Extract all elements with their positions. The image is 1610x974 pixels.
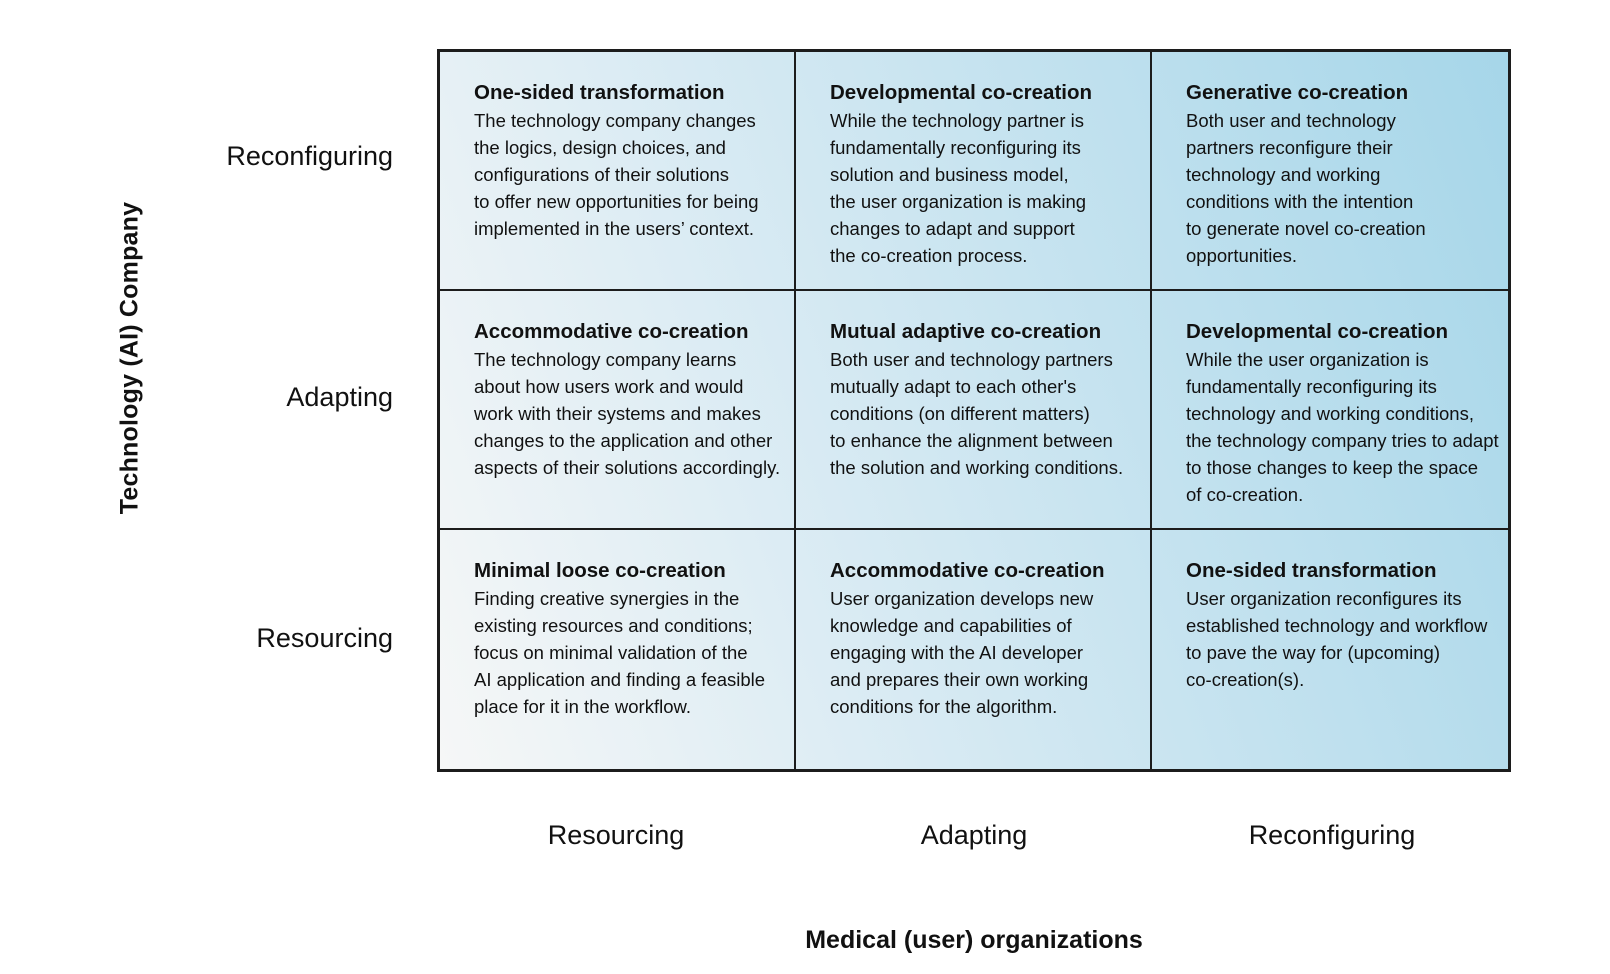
cell-body: The technology company learns about how …	[474, 349, 781, 478]
cell-row-reconfiguring-col-reconfiguring: Generative co-creation Both user and tec…	[1152, 52, 1508, 291]
x-axis-labels: Resourcing Adapting Reconfiguring	[437, 772, 1511, 898]
cell-body: Both user and technology partners reconf…	[1186, 110, 1426, 266]
matrix-grid: One-sided transformation The technology …	[437, 49, 1511, 772]
cell-body: Finding creative synergies in the existi…	[474, 588, 766, 717]
cell-title: One-sided transformation	[474, 81, 725, 104]
cell-title: Mutual adaptive co-creation	[830, 320, 1102, 343]
cell-row-resourcing-col-resourcing: Minimal loose co-creation Finding creati…	[440, 530, 796, 769]
cell-body: The technology company changes the logic…	[474, 110, 759, 239]
cell-row-adapting-col-adapting: Mutual adaptive co-creation Both user an…	[796, 291, 1152, 530]
cell-row-resourcing-col-adapting: Accommodative co-creation User organizat…	[796, 530, 1152, 769]
x-axis-label-resourcing: Resourcing	[547, 819, 685, 850]
y-axis-label-adapting: Adapting	[286, 382, 393, 412]
cell-title: Minimal loose co-creation	[474, 559, 726, 582]
cell-body: User organization develops new knowledge…	[830, 588, 1094, 717]
x-axis-label-adapting: Adapting	[920, 819, 1028, 850]
cell-body: Both user and technology partners mutual…	[830, 349, 1124, 478]
cell-row-adapting-col-reconfiguring: Developmental co-creation While the user…	[1152, 291, 1508, 530]
cell-title: Generative co-creation	[1186, 81, 1409, 104]
cell-title: Developmental co-creation	[1186, 320, 1449, 343]
x-axis-title: Medical (user) organizations	[805, 926, 1143, 954]
cell-row-reconfiguring-col-resourcing: One-sided transformation The technology …	[440, 52, 796, 291]
cell-body: While the technology partner is fundamen…	[830, 110, 1087, 266]
y-axis-label-resourcing: Resourcing	[256, 623, 393, 653]
cell-body: While the user organization is fundament…	[1186, 349, 1499, 505]
x-axis-label-reconfiguring: Reconfiguring	[1248, 819, 1416, 850]
cell-title: Accommodative co-creation	[474, 320, 749, 343]
cell-row-adapting-col-resourcing: Accommodative co-creation The technology…	[440, 291, 796, 530]
cell-title: Developmental co-creation	[830, 81, 1093, 104]
cell-title: Accommodative co-creation	[830, 559, 1105, 582]
y-axis-labels: Reconfiguring Adapting Resourcing	[0, 36, 393, 759]
y-axis-label-reconfiguring: Reconfiguring	[226, 141, 393, 171]
cell-row-reconfiguring-col-adapting: Developmental co-creation While the tech…	[796, 52, 1152, 291]
cell-body: User organization reconfigures its estab…	[1186, 588, 1488, 690]
cell-row-resourcing-col-reconfiguring: One-sided transformation User organizati…	[1152, 530, 1508, 769]
cell-title: One-sided transformation	[1186, 559, 1437, 582]
